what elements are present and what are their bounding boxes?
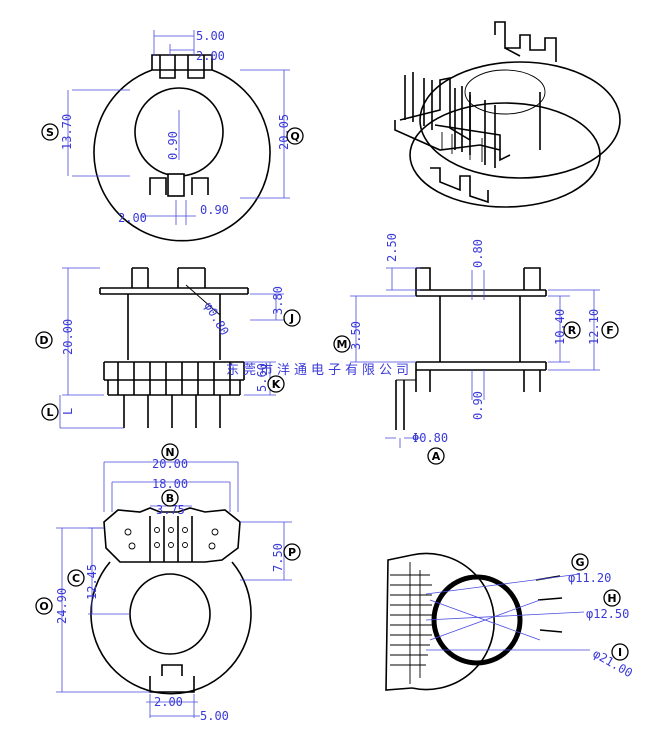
dim-slot: 2.00 (154, 695, 183, 709)
dim-f: 12.10 (587, 309, 601, 345)
dim-pin-l: L (61, 408, 75, 415)
dim-h: φ12.50 (586, 607, 629, 621)
dim-flange: 3.80 (271, 286, 285, 315)
callout-i: I (618, 646, 622, 659)
dim-c: 12.45 (85, 564, 99, 600)
watermark: 东莞市洋通电子有限公司 (226, 362, 413, 378)
detail-view: φ11.20 φ12.50 φ21.00 G H I (385, 552, 635, 691)
callout-p: P (288, 546, 296, 559)
callout-k: K (272, 378, 281, 391)
top-view: 5.00 2.00 13.70 0.90 20.05 2.00 0.90 S Q (41, 29, 304, 242)
callout-r: R (568, 324, 577, 337)
callout-m: M (337, 338, 348, 351)
front-view: 20.00 φ0.80 3.80 5.60 L D J K L (35, 267, 301, 429)
callout-l: L (46, 406, 53, 419)
dim-slot-gap-top: 2.00 (196, 49, 225, 63)
dim-slot-width: 5.00 (196, 29, 225, 43)
isometric-view (394, 21, 621, 208)
dim-width-n: 20.00 (152, 457, 188, 471)
side-view: 2.50 0.80 3.50 10.40 12.10 0.90 Φ0.80 M … (333, 233, 619, 465)
dim-height-q: 20.05 (277, 114, 291, 150)
callout-b: B (166, 492, 174, 505)
dim-r: 10.40 (553, 309, 567, 345)
dim-p: 7.50 (271, 543, 285, 572)
dim-pitch-bottom: 3.75 (156, 503, 185, 517)
dim-o: 24.90 (55, 588, 69, 624)
callout-h: H (607, 592, 616, 605)
callout-s: S (46, 126, 54, 139)
callout-o: O (39, 600, 48, 613)
dim-top: 2.50 (385, 233, 399, 262)
dim-center: 0.90 (166, 131, 180, 160)
callout-g: G (575, 556, 584, 569)
dim-pitch: 0.80 (471, 239, 485, 268)
callout-f: F (606, 324, 614, 337)
dim-bottom: 0.90 (471, 391, 485, 420)
dim-phi: φ0.80 (201, 300, 231, 338)
dim-m: 3.50 (349, 321, 363, 350)
callout-d: D (39, 334, 48, 347)
dim-height-s: 13.70 (60, 114, 74, 150)
dim-pin-k: 5.60 (255, 363, 269, 392)
callout-a: A (432, 450, 441, 463)
dim-slot-w: 5.00 (200, 709, 229, 723)
callout-j: J (289, 312, 294, 325)
dim-g: φ11.20 (568, 571, 611, 585)
dim-side-phi: Φ0.80 (412, 431, 448, 445)
dim-height: 20.00 (61, 319, 75, 355)
dim-slot-gap-bottom: 2.00 (118, 211, 147, 225)
callout-c: C (72, 572, 80, 585)
bottom-view: 20.00 18.00 3.75 7.50 12.45 24.90 2.00 5… (35, 443, 301, 723)
callout-q: Q (290, 130, 299, 143)
callout-n: N (165, 446, 174, 459)
dim-bottom-small: 0.90 (200, 203, 229, 217)
dim-width-b: 18.00 (152, 477, 188, 491)
